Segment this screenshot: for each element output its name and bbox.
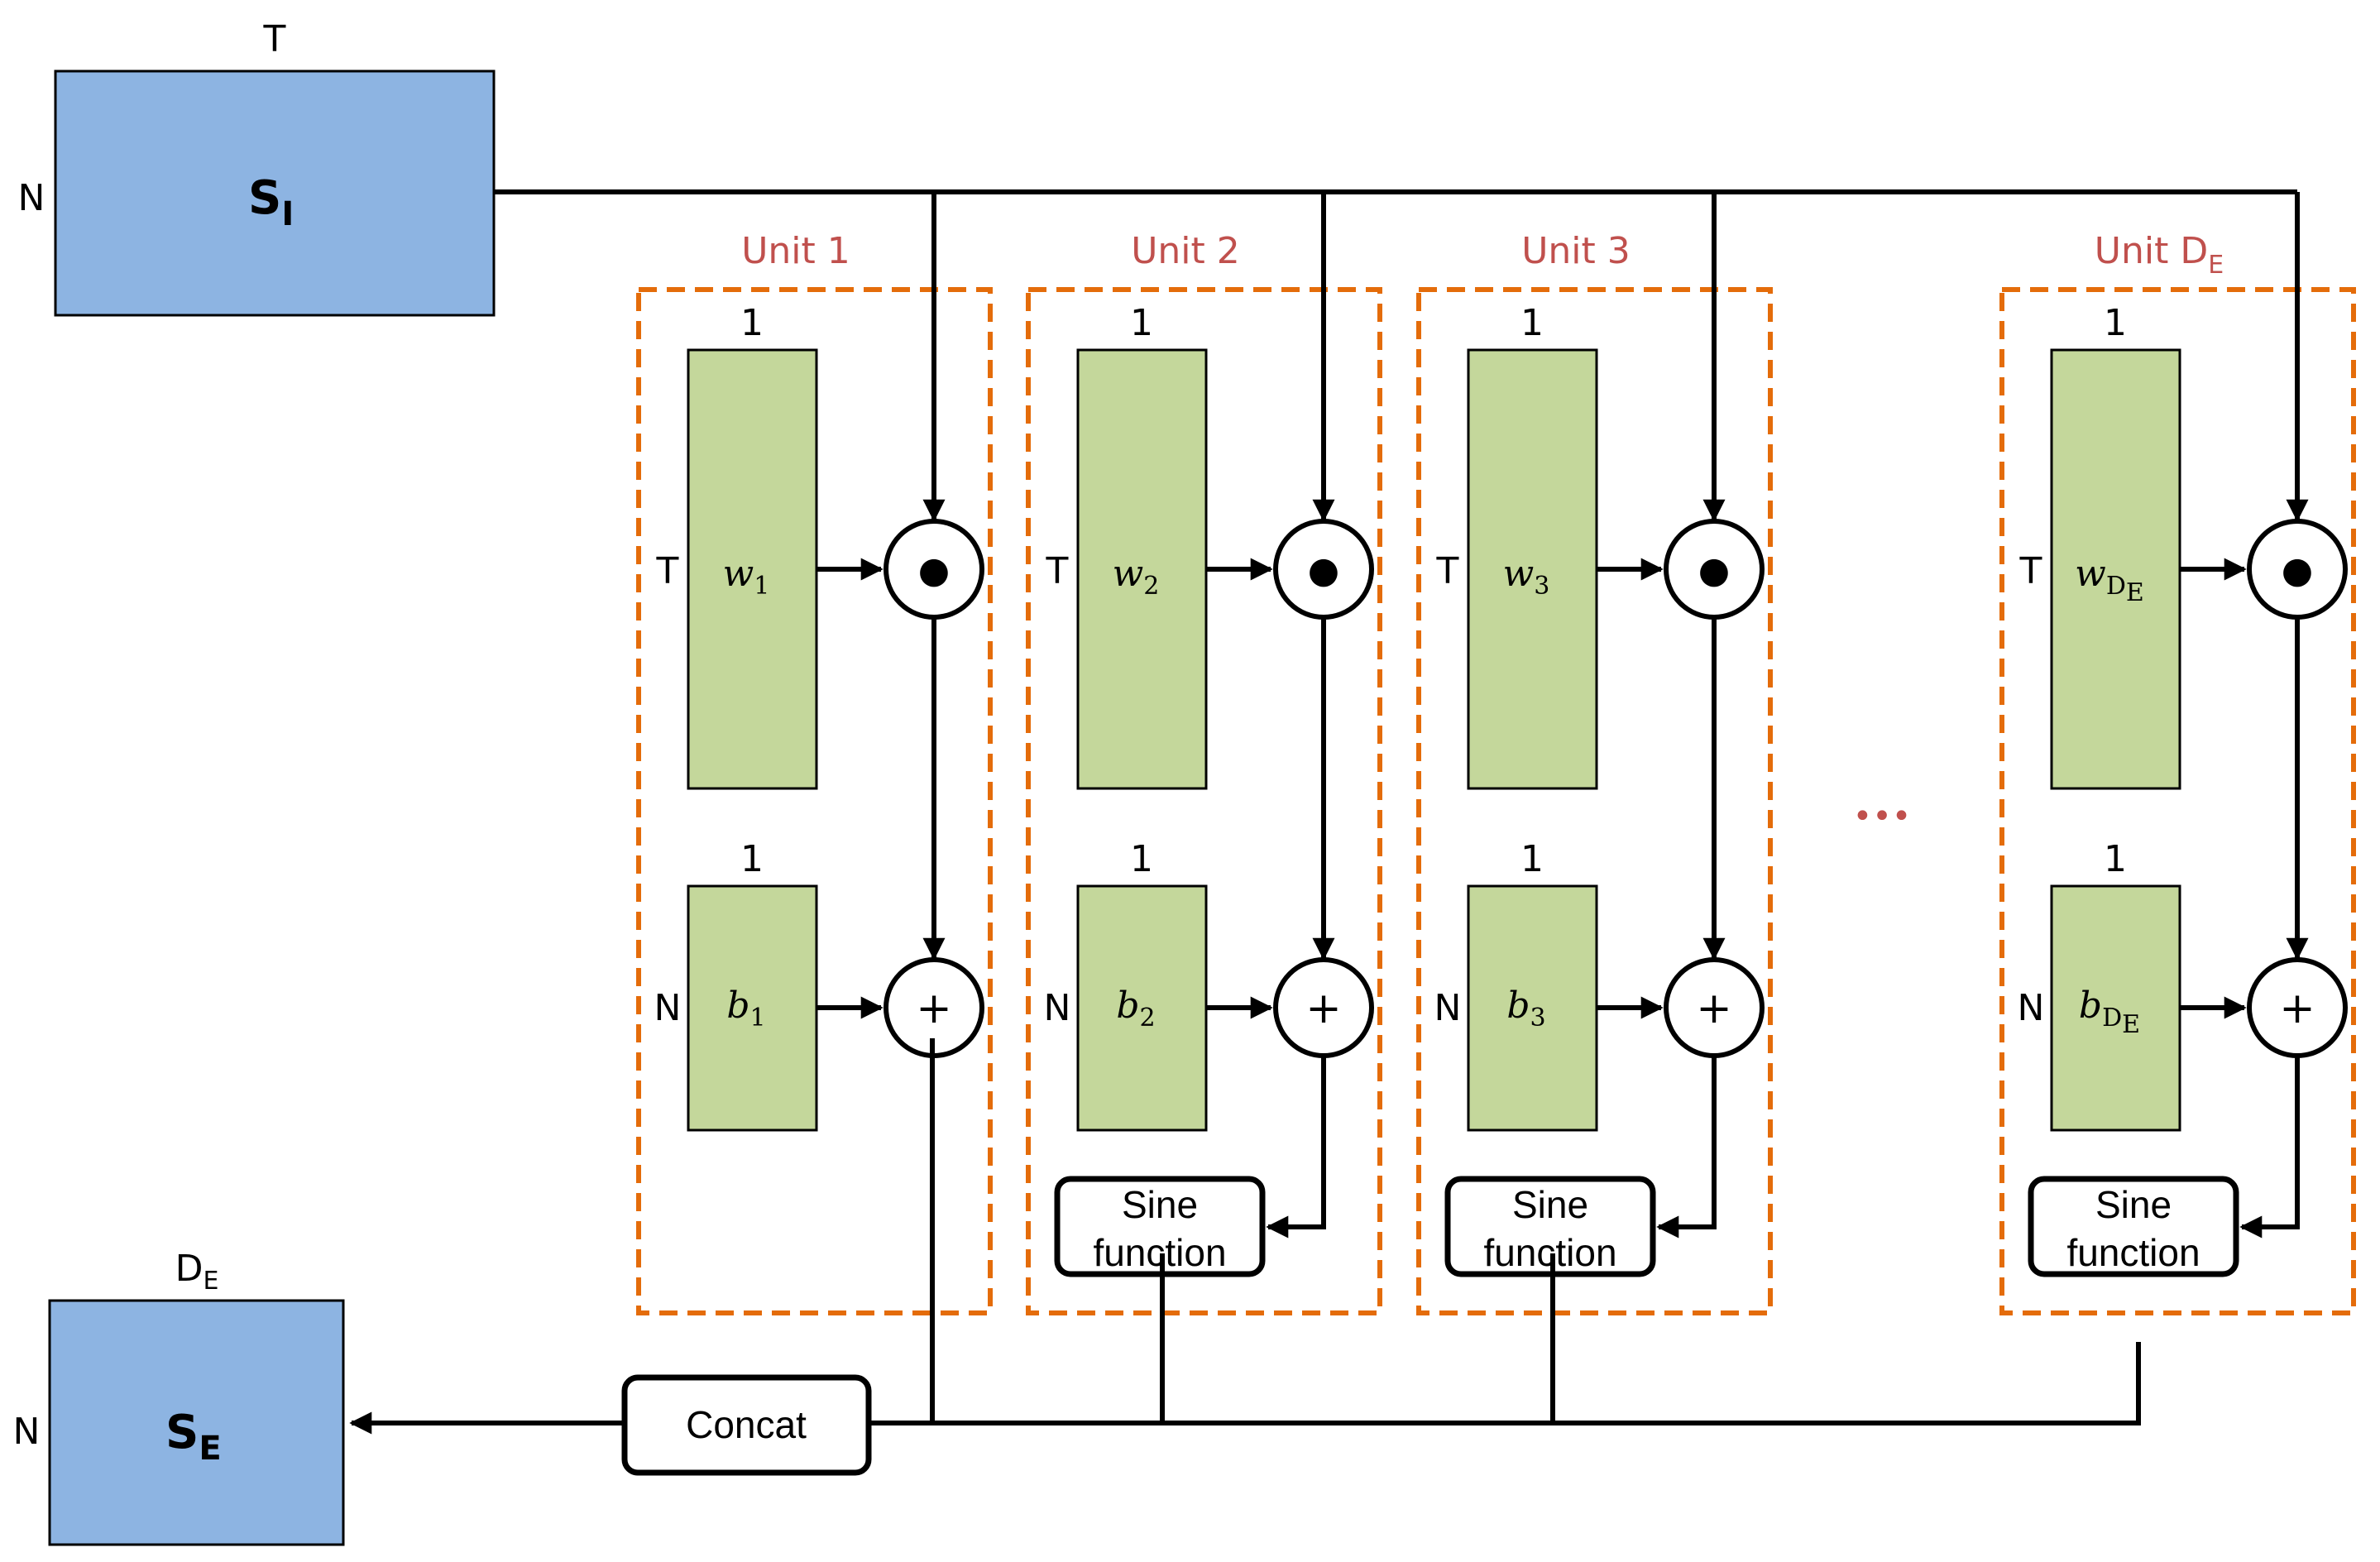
unit-boundary [1026,287,1382,1315]
bias-label: b3 [1506,985,1545,1033]
output-matrix: SE DE N [13,1248,345,1546]
multiply-operator [884,519,984,620]
weight-block [687,348,818,790]
bias-label: b2 [1116,985,1155,1033]
bias-block [1467,884,1598,1132]
plus-icon: + [1305,984,1342,1033]
unit-boundary [1416,287,1773,1315]
bias-block [2050,884,2181,1132]
bias-rows-label: N [654,987,682,1029]
input-rows-label: N [18,177,45,219]
bias-label: b1 [726,985,765,1033]
bias-rows-label: N [2018,987,2045,1029]
input-cols-label: T [263,18,286,60]
bias-cols-label: 1 [2104,838,2127,880]
unit-title: Unit 1 [741,230,850,272]
svg-text:Sine: Sine [1122,1183,1198,1226]
unit-boundary [1999,287,2356,1315]
svg-text:SI: SI [248,171,294,233]
weight-rows-label: T [2019,550,2042,592]
output-rows-label: N [13,1411,41,1453]
ellipsis: ••• [1853,798,1912,836]
concat-block: Concat [621,1374,872,1476]
multiply-icon: ● [2282,549,2313,592]
weight-label: w1 [723,553,770,601]
weight-rows-label: T [1046,550,1069,592]
bias-block [1076,884,1208,1132]
collect-bus-wire [870,1342,2141,1425]
weight-block [1076,348,1208,790]
multiply-icon: ● [1308,549,1339,592]
bias-rows-label: N [1434,987,1462,1029]
multiply-operator [1273,519,1374,620]
weight-rows-label: T [1436,550,1459,592]
unit-title: Unit 3 [1521,230,1631,272]
svg-text:SE: SE [165,1406,222,1468]
weight-label: w3 [1503,553,1550,601]
multiply-operator [1664,519,1765,620]
unit-title: Unit DE [2095,230,2224,280]
plus-icon: + [916,984,952,1033]
sine-function-block: Sine function [2028,1176,2239,1277]
unit-boundary [636,287,993,1315]
weight-cols-label: 1 [2104,302,2127,344]
bias-block [687,884,818,1132]
weight-cols-label: 1 [1130,302,1153,344]
input-matrix: SI T N [18,18,496,317]
weight-cols-label: 1 [1520,302,1544,344]
weight-rows-label: T [656,550,679,592]
svg-text:Concat: Concat [686,1403,807,1446]
weight-cols-label: 1 [740,302,764,344]
plus-icon: + [1696,984,1732,1033]
bias-cols-label: 1 [740,838,764,880]
multiply-operator [2247,519,2348,620]
multiply-icon: ● [918,549,950,592]
output-cols-label: DE [175,1248,219,1296]
bias-cols-label: 1 [1520,838,1544,880]
add-to-sine-arrow [2239,1056,2300,1239]
bias-rows-label: N [1044,987,1071,1029]
weight-block [2050,348,2181,790]
plus-icon: + [2279,984,2315,1033]
add-to-sine-arrow [1656,1056,1717,1239]
bias-label: bDE [2079,985,2140,1039]
unit-title: Unit 2 [1131,230,1240,272]
weight-label: wDE [2075,553,2144,607]
svg-text:function: function [2066,1231,2200,1274]
multiply-icon: ● [1698,549,1730,592]
svg-text:Sine: Sine [1512,1183,1588,1226]
weight-label: w2 [1113,553,1160,601]
svg-text:Sine: Sine [2095,1183,2172,1226]
add-to-sine-arrow [1266,1056,1326,1239]
bias-cols-label: 1 [1130,838,1153,880]
